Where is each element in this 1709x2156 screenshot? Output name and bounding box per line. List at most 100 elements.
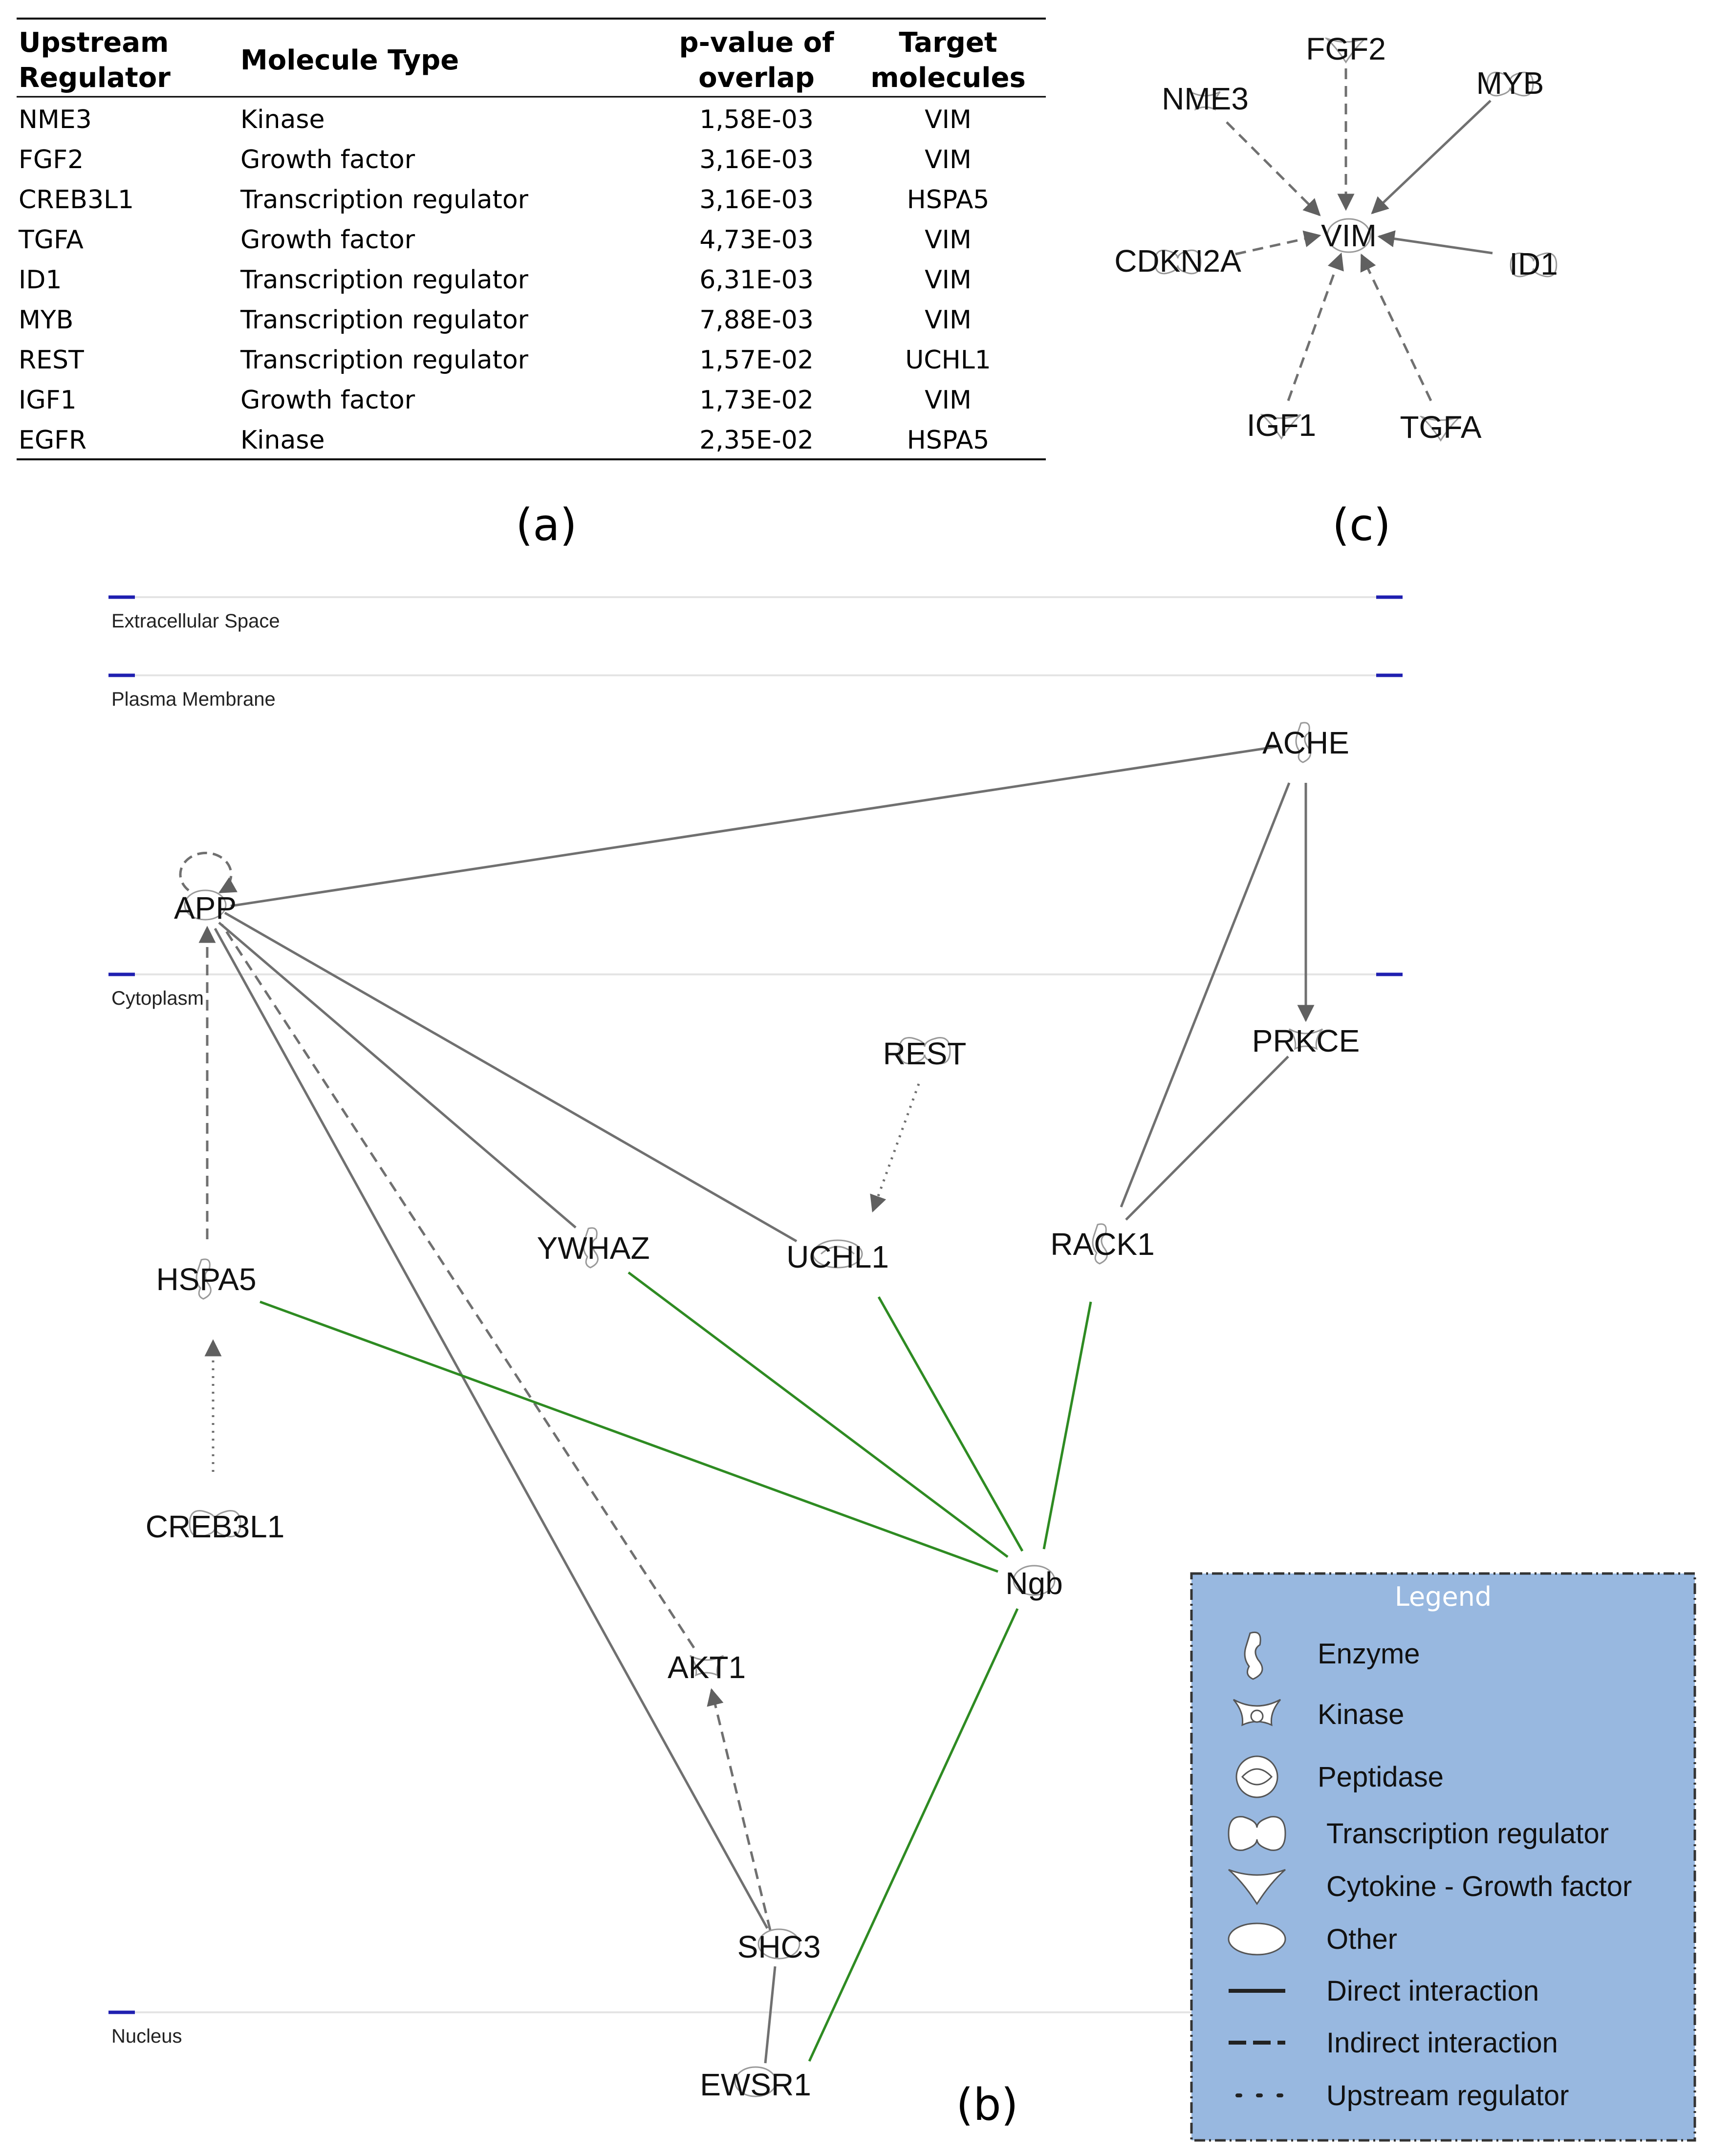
legend-item: Enzyme xyxy=(1244,1632,1420,1680)
transcription-regulator-icon xyxy=(1228,1816,1286,1851)
node-ewsr1-label: EWSR1 xyxy=(700,2067,811,2102)
legend-item-label: Enzyme xyxy=(1318,1638,1420,1670)
cell-p-value: 3,16E-03 xyxy=(699,185,814,215)
cell-molecule-type: Growth factor xyxy=(240,145,415,174)
other-icon xyxy=(1228,1922,1286,1956)
edge-ywhaz-app xyxy=(218,922,577,1229)
cell-molecule-type: Kinase xyxy=(240,426,324,455)
cell-target: VIM xyxy=(925,265,972,295)
cell-regulator: TGFA xyxy=(18,225,84,255)
node-rest-shape xyxy=(898,1037,951,1064)
cell-p-value: 1,73E-02 xyxy=(699,386,814,415)
node-ewsr1-shape xyxy=(734,2066,777,2097)
compartment-label: Nucleus xyxy=(111,2026,182,2047)
legend-item: Other xyxy=(1228,1922,1397,1956)
legend-item: Cytokine - Growth factor xyxy=(1228,1869,1632,1905)
edge-app-app xyxy=(179,851,238,894)
node-cdkn2a-shape xyxy=(1154,249,1202,275)
compartment-nucleus: Nucleus xyxy=(108,2010,1403,2047)
cell-molecule-type: Kinase xyxy=(240,105,324,134)
cell-molecule-type: Transcription regulator xyxy=(240,265,529,295)
node-nme3-shape xyxy=(1190,91,1221,111)
cell-regulator: REST xyxy=(19,345,84,375)
node-creb3l1-label: CREB3L1 xyxy=(146,1509,285,1544)
cell-regulator: IGF1 xyxy=(19,386,77,415)
cell-target: HSPA5 xyxy=(907,426,990,455)
cell-regulator: EGFR xyxy=(19,426,87,455)
kinase-icon xyxy=(1233,1699,1281,1726)
node-shc3-label: SHC3 xyxy=(737,1929,821,1964)
node-rack1-shape xyxy=(1092,1223,1108,1265)
cell-molecule-type: Transcription regulator xyxy=(240,345,529,375)
cell-regulator: CREB3L1 xyxy=(19,185,134,215)
legend-item: Upstream regulator xyxy=(1235,2080,1569,2112)
node-rack1-label: RACK1 xyxy=(1050,1227,1154,1262)
node-myb-shape xyxy=(1486,71,1534,97)
node-nme3-label: NME3 xyxy=(1162,81,1249,116)
cell-target: VIM xyxy=(925,105,972,134)
node-app-label: APP xyxy=(174,890,237,926)
node-myb-label: MYB xyxy=(1476,65,1544,101)
node-fgf2-label: FGF2 xyxy=(1306,31,1386,66)
node-id1-label: ID1 xyxy=(1509,246,1558,281)
legend-background xyxy=(1190,1572,1696,2142)
node-ywhaz-label: YWHAZ xyxy=(537,1230,649,1266)
node-prkce-shape xyxy=(1288,1028,1323,1050)
cell-target: VIM xyxy=(925,145,972,174)
edge-ache-rack1 xyxy=(1120,782,1291,1207)
edge-hspa5-ngb xyxy=(260,1300,998,1573)
compartment-label: Extracellular Space xyxy=(111,610,280,632)
legend-item: Direct interaction xyxy=(1229,1975,1539,2007)
enzyme-icon xyxy=(1244,1632,1263,1680)
node-akt1-shape xyxy=(689,1655,724,1677)
vim-node-shape xyxy=(1326,218,1371,253)
node-hspa5-shape xyxy=(195,1258,212,1300)
edge-prkce-rack1 xyxy=(1125,1056,1289,1221)
edge-uchl1-app xyxy=(224,911,798,1243)
node-akt1-label: AKT1 xyxy=(668,1650,746,1685)
cell-target: VIM xyxy=(925,386,972,415)
edge-shc3-ewsr1 xyxy=(764,1966,777,2064)
edge-ywhaz-ngb xyxy=(627,1272,1009,1558)
node-fgf2-shape xyxy=(1326,38,1366,64)
panel-label-b: (b) xyxy=(956,2079,1018,2131)
legend-item-label: Transcription regulator xyxy=(1326,1818,1609,1850)
network-b-edges xyxy=(179,745,1315,2064)
panel-label-c: (c) xyxy=(1332,499,1391,551)
node-igf1-label: IGF1 xyxy=(1247,408,1316,443)
edge-shc3-akt1 xyxy=(707,1688,772,1931)
legend-item-label: Peptidase xyxy=(1318,1761,1444,1793)
compartment-label: Cytoplasm xyxy=(111,988,204,1009)
cell-target: UCHL1 xyxy=(905,345,991,375)
peptidase-icon xyxy=(1235,1755,1278,1798)
compartment-extracellular-space: Extracellular Space xyxy=(108,595,1403,632)
compartment-label: Plasma Membrane xyxy=(111,689,276,710)
cell-p-value: 2,35E-02 xyxy=(699,426,814,455)
table-a: Upstream Regulator Molecule Type p-value… xyxy=(17,18,1046,460)
edge-uchl1-ngb xyxy=(877,1296,1024,1552)
edge-id1-vim xyxy=(1377,230,1493,255)
network-c-edges xyxy=(1226,68,1493,402)
cell-p-value: 6,31E-03 xyxy=(699,265,814,295)
cell-regulator: FGF2 xyxy=(19,145,84,174)
edge-igf1-vim xyxy=(1287,252,1344,401)
table-header-col2: Molecule Type xyxy=(240,44,459,76)
edge-cdkn2a-vim xyxy=(1235,230,1321,256)
cell-molecule-type: Growth factor xyxy=(240,386,415,415)
node-ache-shape xyxy=(1295,722,1311,763)
edge-ewsr1-ngb xyxy=(808,1608,1019,2062)
legend-item: Transcription regulator xyxy=(1228,1816,1609,1851)
node-tgfa-shape xyxy=(1421,416,1461,442)
cytokine-growth-factor-icon xyxy=(1228,1869,1286,1905)
edge-rest-uchl1 xyxy=(870,1083,920,1213)
